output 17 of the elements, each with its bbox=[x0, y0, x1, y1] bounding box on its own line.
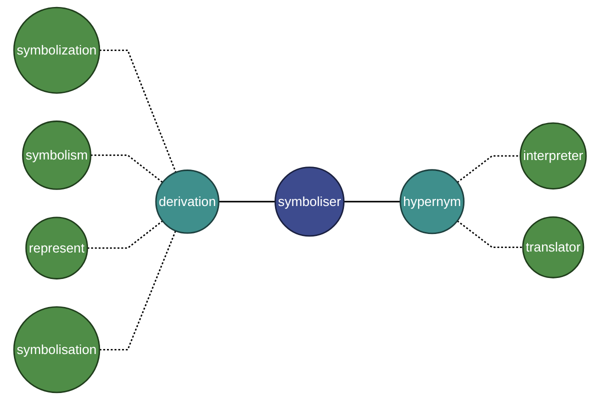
node-circle: symbolisation bbox=[13, 306, 100, 394]
connector bbox=[456, 220, 523, 248]
node-circle: hypernym bbox=[400, 169, 465, 234]
connector bbox=[456, 155, 520, 183]
node-circle: translator bbox=[522, 216, 584, 278]
node-circle: symbolization bbox=[13, 6, 100, 94]
connector bbox=[87, 220, 163, 249]
connector bbox=[218, 200, 276, 202]
connector bbox=[99, 230, 176, 350]
connector bbox=[99, 50, 176, 173]
node-circle: symboliser bbox=[274, 166, 345, 237]
connector bbox=[90, 154, 163, 183]
node-circle: derivation bbox=[155, 170, 220, 234]
node-circle: represent bbox=[25, 216, 88, 280]
connector bbox=[344, 200, 400, 202]
node-circle: symbolism bbox=[22, 120, 92, 190]
node-circle: interpreter bbox=[520, 122, 587, 190]
